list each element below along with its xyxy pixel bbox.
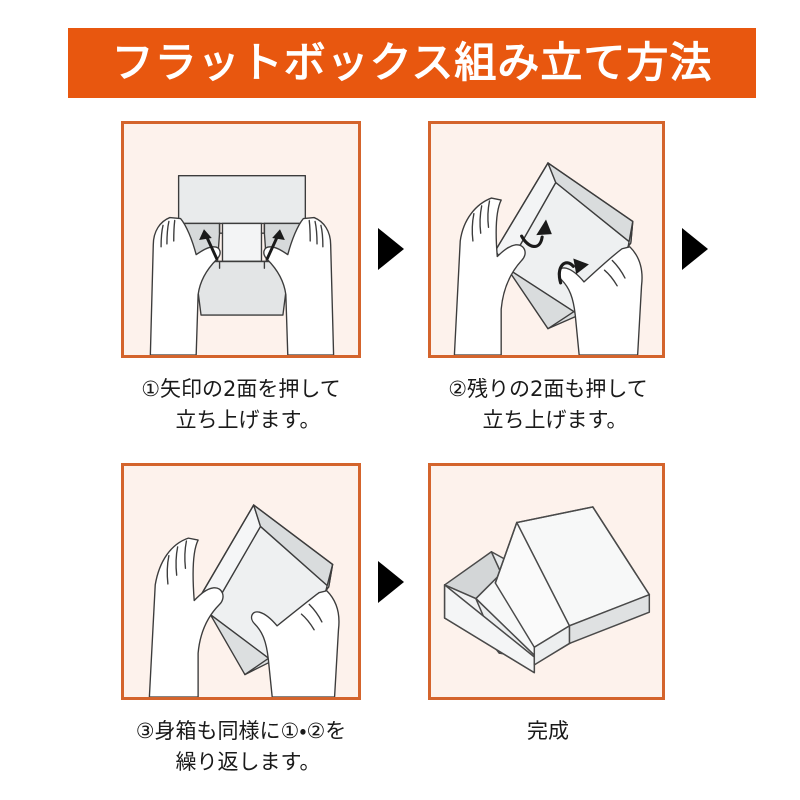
page-title: フラットボックス組み立て方法 xyxy=(111,38,713,87)
step-4-panel xyxy=(428,463,665,700)
step-3-caption-line-1: ③身箱も同様に①・②を xyxy=(135,719,347,743)
step-2-panel xyxy=(428,121,665,358)
flow-arrow-step2-to-step3 xyxy=(682,228,708,270)
fold-arrow-upper-head xyxy=(536,219,552,236)
step-1-caption-line-1: ①矢印の2面を押して xyxy=(141,377,341,401)
step-2-caption: ②残りの2面も押して 立ち上げます。 xyxy=(413,374,683,436)
push-arrow-right xyxy=(265,229,285,260)
step-3-illustration xyxy=(148,504,340,697)
step-1-caption-line-2: 立ち上げます。 xyxy=(175,408,321,433)
step-3-caption-line-2: 繰り返します。 xyxy=(175,750,321,775)
flow-arrow-step1-to-step2 xyxy=(378,228,404,270)
fold-arrow-lower-curve xyxy=(557,261,575,285)
step-2-caption-line-2: 立ち上げます。 xyxy=(482,408,628,433)
step-3-panel xyxy=(121,463,361,700)
header-banner: フラットボックス組み立て方法 xyxy=(68,28,756,98)
fold-arrow-upper-curve xyxy=(520,234,544,248)
step-1-caption: ①矢印の2面を押して 立ち上げます。 xyxy=(106,374,376,436)
step-1-panel xyxy=(121,121,361,358)
step-4-caption-line-1: 完成 xyxy=(527,719,569,743)
flow-arrow-step3-to-step4 xyxy=(378,561,404,603)
fold-arrow-lower-head xyxy=(573,258,589,275)
step-3-caption: ③身箱も同様に①・②を 繰り返します。 xyxy=(102,716,380,778)
step-1-illustration xyxy=(149,174,335,355)
step-2-caption-line-1: ②残りの2面も押して xyxy=(448,377,648,401)
step-4-caption: 完成 xyxy=(413,716,683,747)
step-4-illustration xyxy=(443,506,651,674)
step-2-illustration xyxy=(453,162,643,355)
push-arrow-left xyxy=(199,229,219,260)
